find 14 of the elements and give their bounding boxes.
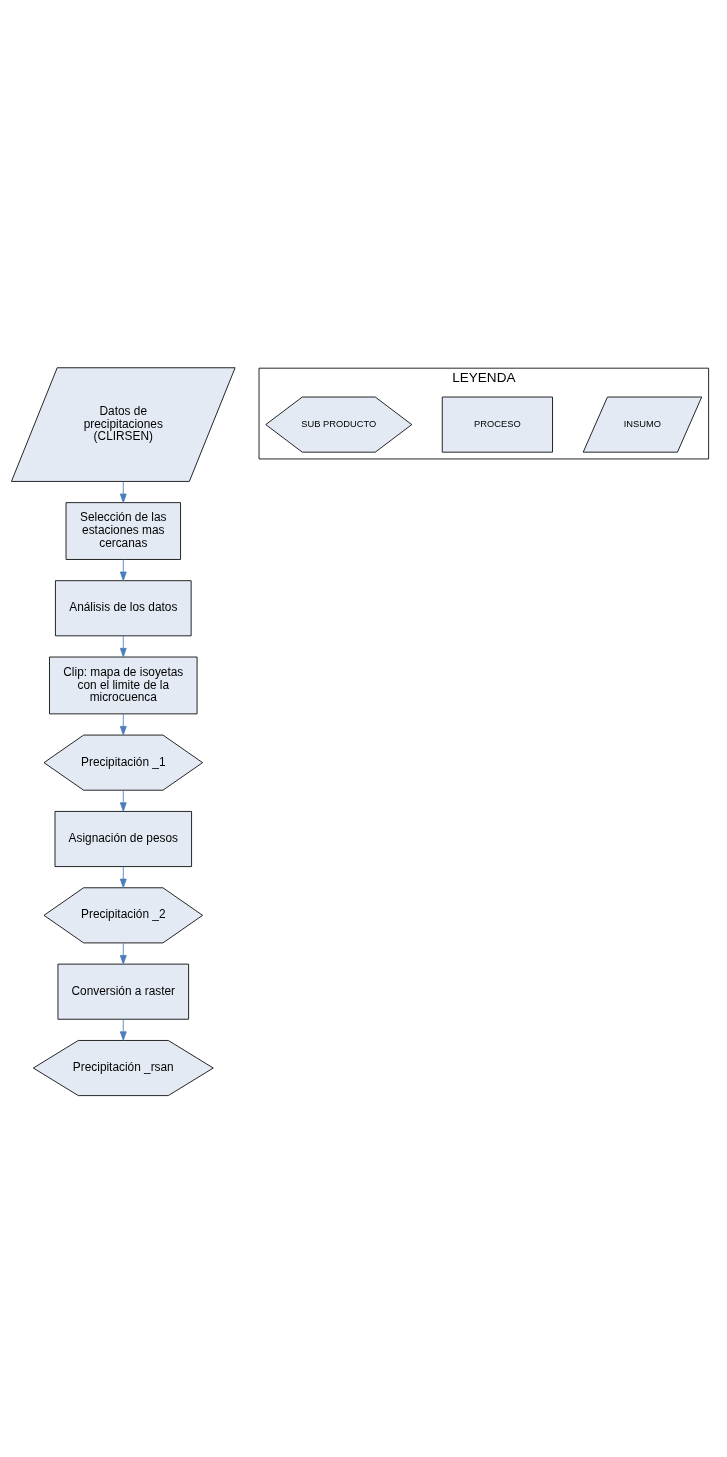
node-box: Análisis de los datos bbox=[55, 580, 192, 637]
arrow bbox=[119, 790, 127, 812]
arrow bbox=[119, 481, 127, 503]
node-box: PROCESO bbox=[441, 396, 553, 453]
arrow bbox=[119, 942, 127, 965]
arrow bbox=[119, 635, 127, 658]
node-box: Selección de las estaciones mas cercanas bbox=[65, 502, 181, 560]
arrow bbox=[119, 1019, 127, 1041]
node-box: Asignación de pesos bbox=[54, 811, 192, 867]
arrow bbox=[119, 559, 127, 581]
arrow bbox=[119, 866, 127, 888]
node-box: Clip: mapa de isoyetas con el limite de la microcuenca bbox=[49, 656, 198, 715]
arrow bbox=[119, 713, 127, 736]
node-box: Conversión a raster bbox=[57, 963, 190, 1020]
